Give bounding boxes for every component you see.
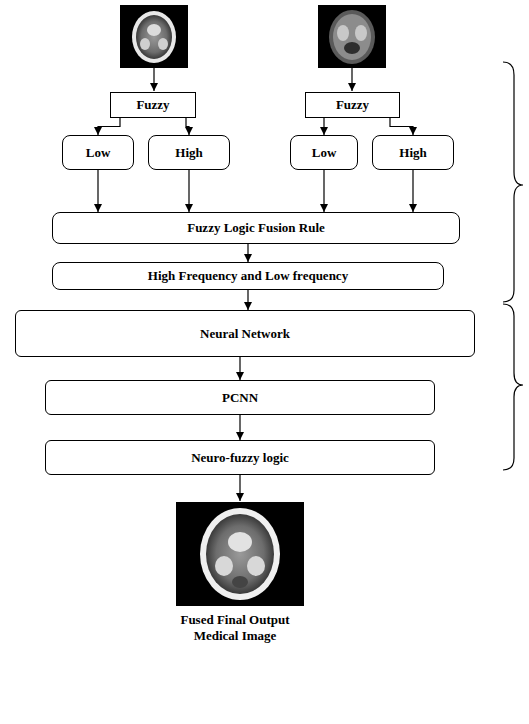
stage-box: High Frequency and Low frequency [52,262,444,290]
process-box: Fuzzy [110,92,196,118]
stage-box: Neuro-fuzzy logic [45,440,435,475]
flow-arrow [97,170,98,212]
node-label: Low [308,145,341,161]
stage-box: PCNN [45,380,435,415]
group-brace [503,62,523,302]
flow-arrow [390,118,413,135]
node-label: High [395,145,430,161]
node-label: Fuzzy Logic Fusion Rule [183,220,329,236]
fused-image [176,502,304,606]
stage-box: Fuzzy Logic Fusion Rule [52,212,460,244]
band-box: High [148,135,230,170]
flow-arrow [188,170,189,212]
node-label: Fuzzy [332,97,373,113]
node-label: Low [82,145,115,161]
node-label: PCNN [218,390,262,406]
group-brace [503,304,523,470]
figure-caption: Fused Final Output Medical Image [170,612,300,644]
flow-arrow [247,244,248,262]
flow-arrow [323,170,324,212]
process-box: Fuzzy [305,92,400,118]
input-arrow [153,68,154,91]
ct-image [120,5,188,68]
flow-arrow [323,118,324,135]
flow-arrow [247,290,248,310]
stage-box: Neural Network [15,310,475,357]
flow-arrow [186,118,189,135]
flow-arrow [239,357,240,380]
output-arrow [239,475,240,501]
flow-arrow [412,170,413,212]
node-label: High [171,145,206,161]
mri-image [318,5,386,68]
flow-arrow [98,118,120,135]
node-label: Neuro-fuzzy logic [187,450,293,466]
band-box: High [372,135,454,170]
node-label: Neural Network [196,326,294,342]
node-label: High Frequency and Low frequency [144,268,352,284]
band-box: Low [290,135,358,170]
band-box: Low [62,135,134,170]
input-arrow [351,68,352,91]
flow-arrow [239,415,240,440]
node-label: Fuzzy [132,97,173,113]
